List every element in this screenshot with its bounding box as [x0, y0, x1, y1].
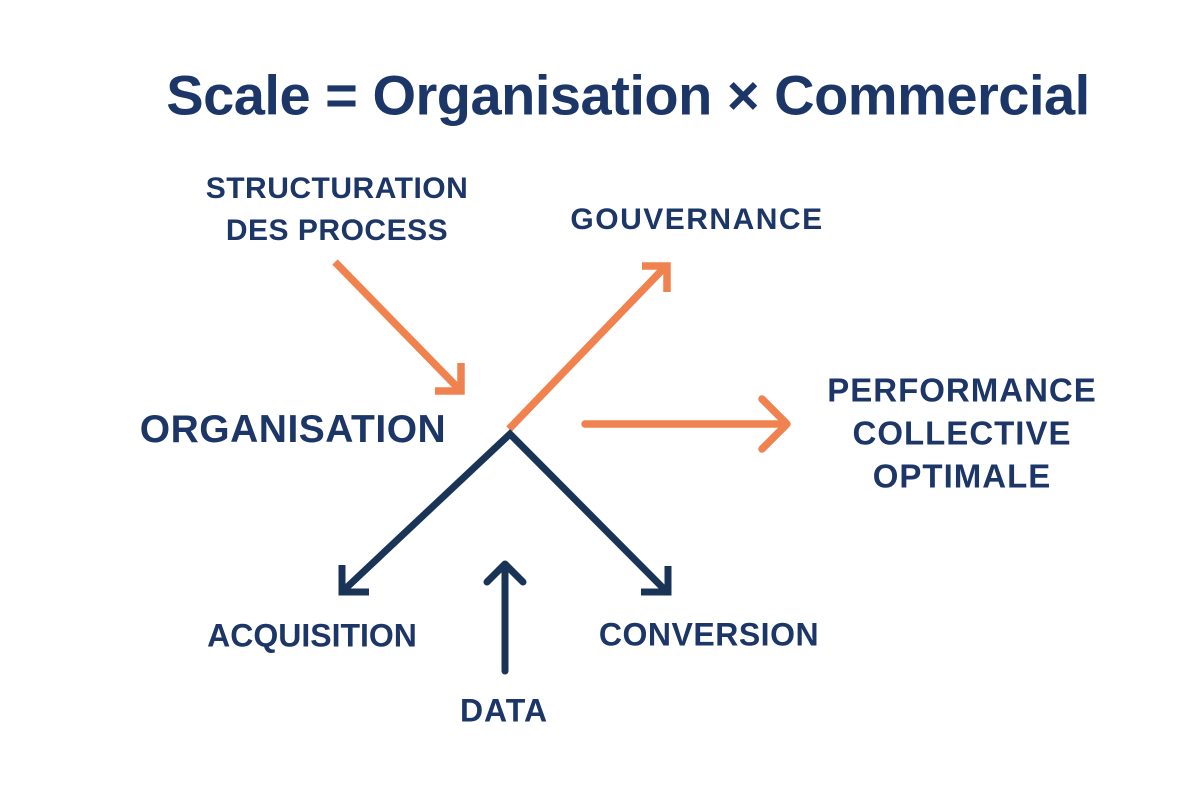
- gouvernance-arrow-shaft: [506, 265, 667, 432]
- data-arrow-head-icon: [483, 560, 527, 586]
- page-title: Scale = Organisation × Commercial: [166, 63, 1090, 127]
- acquisition-conversion-arrows: [338, 429, 672, 596]
- structuration-arrow: [332, 259, 465, 395]
- performance-arrow-head-icon: [758, 395, 791, 453]
- conversion-arrow-head-icon: [641, 566, 672, 596]
- structuration-arrow-head-icon: [435, 363, 465, 395]
- label-performance-collective-optimale: PERFORMANCE COLLECTIVE OPTIMALE: [827, 371, 1097, 495]
- label-acquisition: ACQUISITION: [207, 617, 417, 654]
- gouvernance-arrow-head-icon: [642, 262, 671, 292]
- label-conversion: CONVERSION: [598, 616, 820, 653]
- data-arrow: [483, 560, 527, 675]
- acquisition-arrow-head-icon: [338, 565, 369, 596]
- performance-arrow: [581, 395, 791, 453]
- structuration-arrow-shaft: [332, 259, 462, 392]
- label-gouvernance: GOUVERNANCE: [570, 203, 824, 236]
- label-data: DATA: [459, 692, 549, 729]
- split-arrow-shafts: [341, 429, 669, 594]
- gouvernance-arrow: [506, 262, 671, 432]
- label-organisation: ORGANISATION: [139, 408, 447, 451]
- label-structuration-des-process: STRUCTURATION DES PROCESS: [205, 172, 469, 247]
